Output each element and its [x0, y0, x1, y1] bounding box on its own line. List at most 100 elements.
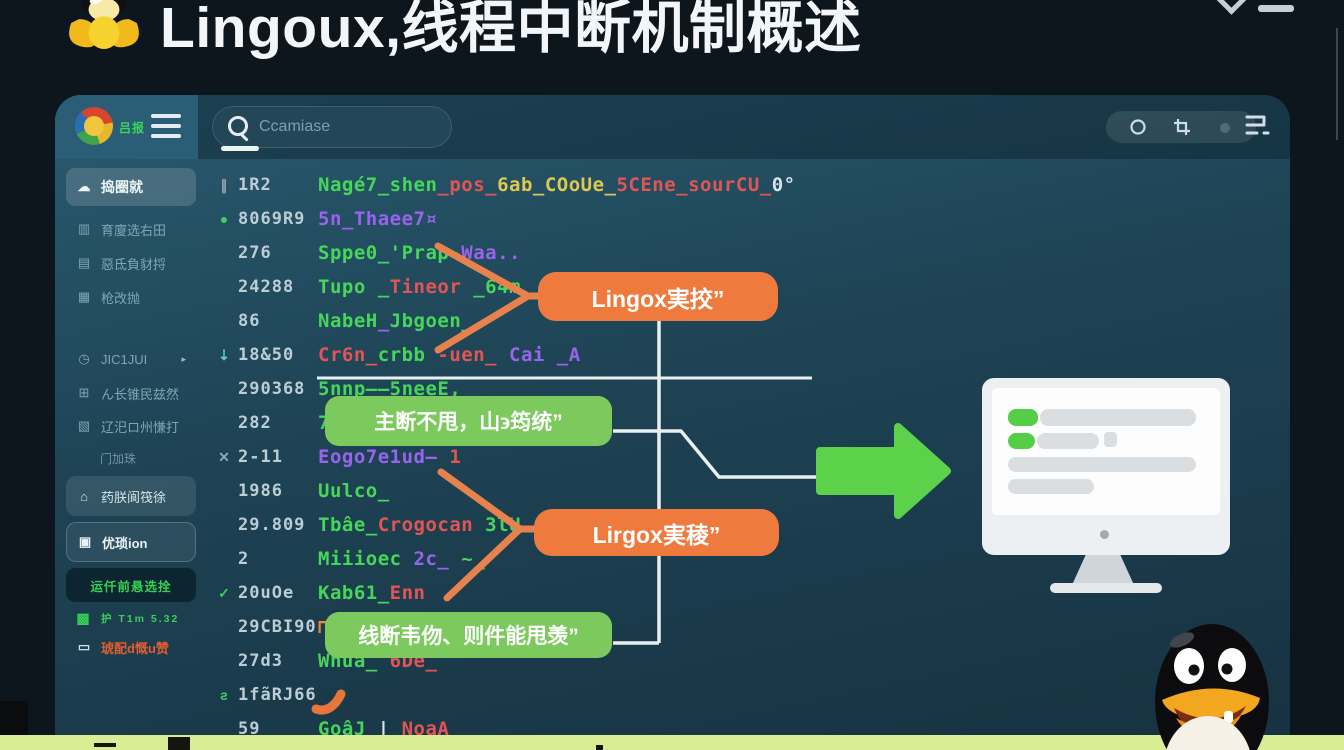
callout-label: 线断韦伆、则件能甩羡” — [358, 625, 579, 648]
circle-tool-icon[interactable] — [1129, 118, 1147, 136]
callout-label: Lingox実挍” — [591, 285, 725, 312]
box-icon: ▩ — [76, 609, 92, 626]
row-text-segment: Eogo7e1ud— — [318, 446, 438, 468]
drawer-icon: ▭ — [77, 639, 91, 654]
sidebar-item-9[interactable]: ⌂药朕阆筏徐 — [66, 476, 196, 516]
monitor-illustration — [982, 378, 1230, 555]
row-text-segment: NoaA — [401, 718, 450, 740]
row-text-segment: Sppe0_'Prap — [318, 242, 450, 264]
row-text-segment: 3lU — [473, 514, 521, 536]
penguin-logo-icon — [69, 0, 139, 50]
row-number: 1R2 — [238, 175, 272, 195]
row-number: 2 — [238, 549, 250, 569]
row-text-segment: Kab61_ — [318, 582, 390, 604]
topbar-tools — [1106, 111, 1256, 143]
sidebar-item-12[interactable]: ▩ 护 T1m 5.32 — [66, 607, 196, 629]
row-text-segment: -uen_ — [437, 344, 510, 366]
row-text-segment: -Waa.. — [449, 242, 521, 264]
sidebar-item-label: 门加珠 — [100, 451, 137, 466]
sort-menu-icon[interactable] — [1244, 112, 1272, 138]
sidebar-item-label: 辽汜ロ州慊打 — [101, 419, 180, 435]
layers-icon: ▧ — [77, 418, 91, 433]
row-number: 20uOe — [238, 583, 295, 603]
progress-bar-gray — [1008, 479, 1094, 494]
row-text-segment: _ — [377, 310, 390, 332]
sidebar-item-6[interactable]: ⊞ん长锥民兹然 — [66, 380, 196, 406]
sidebar-item-label: 育廈选右田 — [101, 222, 167, 238]
sidebar-item-1[interactable]: ☁捣圈就 — [66, 168, 196, 206]
progress-bar-green — [1008, 433, 1035, 449]
callout-green-2: 线断韦伆、则件能甩羡” — [325, 612, 612, 658]
process-row[interactable]: 29CBI90⊓ — [210, 610, 830, 644]
columns-icon: ▥ — [77, 221, 91, 236]
extra-tool-icon[interactable] — [1217, 119, 1233, 135]
search-icon — [228, 116, 248, 136]
sidebar-item-label: 护 T1m 5.32 — [101, 612, 180, 625]
hamburger-menu-icon[interactable] — [151, 114, 181, 144]
callout-label: Lirgox実稜” — [592, 521, 721, 548]
chevron-down-icon[interactable] — [1215, 0, 1248, 15]
crop-tool-icon[interactable] — [1173, 118, 1191, 136]
sidebar-item-2[interactable]: ▥ 育廈选右田 — [66, 216, 196, 242]
row-text-segment: Cr6n_ — [318, 344, 378, 366]
row-text: 5n_Thaee7¤ — [318, 208, 437, 230]
row-text-segment: ~_ — [449, 548, 486, 570]
logo-block: 吕报 — [55, 95, 198, 159]
screen-edge-line — [1336, 28, 1338, 140]
process-list: ∥ 1R2 Nagé7_shen_pos_6ab_COoUe_5CEne_sourC… — [210, 168, 830, 746]
row-text-segment: 6ab_COoUe_ — [497, 174, 617, 196]
sidebar-item-3[interactable]: ▤惡氐負豺捋 — [66, 250, 196, 276]
sidebar-item-label: 运仟前悬选拴 — [90, 579, 172, 594]
row-number: 1fãRJ66 — [238, 685, 317, 705]
row-text-segment: ⊓ — [318, 616, 330, 638]
check-row-icon: ✓ — [218, 584, 230, 601]
title-bar: Lingoux,线程中断机制概述 — [0, 0, 1344, 140]
sidebar-item-11[interactable]: 运仟前悬选拴 — [66, 568, 196, 602]
sidebar-item-5[interactable]: ◷JIC1JUI▸ — [66, 346, 196, 372]
clock-icon: ◷ — [78, 351, 90, 366]
progress-chip — [1104, 432, 1117, 447]
row-text: Tupo _Tineor _64m — [318, 276, 521, 298]
sidebar-item-7[interactable]: ▧ 辽汜ロ州慊打 — [66, 413, 196, 439]
row-number: 29.809 — [238, 515, 306, 535]
row-text-segment: Tupo _ — [318, 276, 390, 298]
row-text-segment: | — [377, 718, 402, 740]
row-number: 24288 — [238, 277, 295, 297]
progress-bar-green — [1008, 409, 1038, 426]
sidebar-item-10[interactable]: ▣优琐ion — [66, 522, 196, 562]
sidebar: ☁捣圈就 ▥ 育廈选右田 ▤惡氐負豺捋 ▦枪改抛 ◷JIC1JUI▸ ⊞ん长锥民兹然 ▧ 辽汜ロ… — [62, 160, 200, 735]
search-input[interactable] — [212, 106, 452, 148]
sidebar-item-8[interactable]: 门加珠 — [66, 446, 196, 470]
row-text-segment: 5CEne_sourCU_ — [616, 174, 772, 196]
row-text: Sppe0_'Prap-Waa.. — [318, 242, 521, 264]
process-row[interactable]: ∥ 1R2 Nagé7_shen_pos_6ab_COoUe_5CEne_sourC… — [210, 168, 830, 202]
sidebar-item-13[interactable]: ▭琥配d慨u赞 — [66, 634, 196, 660]
row-number: 1986 — [238, 481, 283, 501]
process-row[interactable]: ✓ 20uOe Kab61_Enn — [210, 576, 830, 610]
row-text: Nagé7_shen_pos_6ab_COoUe_5CEne_sourCU_0° — [318, 174, 796, 196]
home-icon: ⌂ — [80, 488, 88, 504]
row-text-segment: Tbâe_ — [318, 514, 378, 536]
sidebar-item-label: 枪改抛 — [101, 290, 141, 306]
bottom-left-corner — [0, 701, 28, 735]
bars-row-icon: ∥ — [220, 176, 228, 193]
tux-penguin-mascot — [1155, 624, 1269, 750]
row-text-segment: Enn — [389, 582, 426, 604]
row-number: 59 — [238, 719, 261, 739]
callout-green-1: 主断不甩，山϶筠统” — [325, 396, 612, 446]
minimize-icon[interactable] — [1258, 5, 1294, 12]
app-logo-icon[interactable] — [75, 107, 113, 145]
cloud-icon: ☁ — [77, 179, 91, 194]
row-text: Kab61_Enn — [318, 582, 425, 604]
sidebar-item-4[interactable]: ▦枪改抛 — [66, 284, 196, 310]
search-bar — [212, 106, 452, 151]
